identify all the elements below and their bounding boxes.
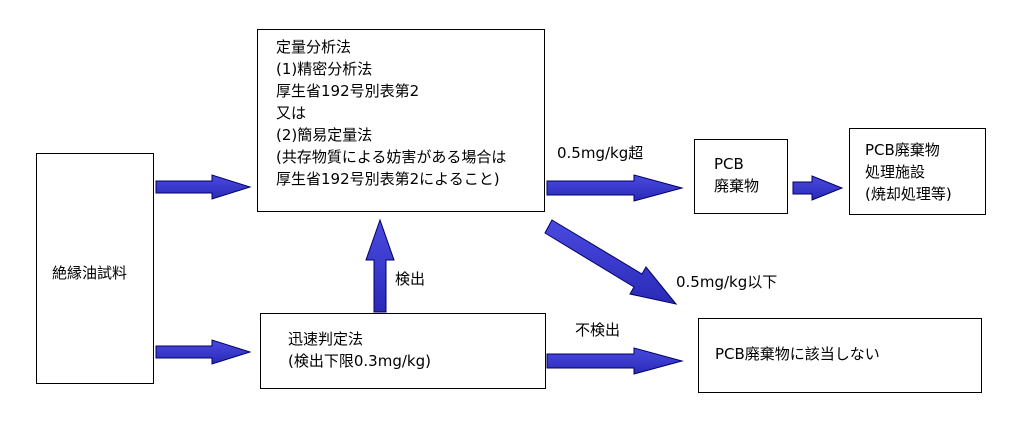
rapid-line-2: (検出下限0.3mg/kg)	[288, 352, 431, 370]
pcb-waste-line-2: 廃棄物	[714, 177, 760, 195]
quantitative-line-5: (2)簡易定量法	[276, 126, 373, 144]
quantitative-analysis-box: 定量分析法 (1)精密分析法 厚生省192号別表第2 又は (2)簡易定量法 (…	[257, 29, 545, 212]
arrow-pcb-waste-to-facility	[792, 175, 844, 201]
pcb-waste-box: PCB 廃棄物	[694, 139, 788, 214]
rapid-line-1: 迅速判定法	[288, 330, 364, 348]
quantitative-line-7: 厚生省192号別表第2によること)	[276, 170, 500, 188]
arrow-quantitative-to-pcb-waste	[546, 174, 684, 202]
facility-line-2: 処理施設	[865, 163, 926, 181]
treatment-facility-box: PCB廃棄物 処理施設 (焼却処理等)	[849, 128, 986, 215]
sample-label: 絶縁油試料	[52, 264, 128, 282]
arrow-quantitative-to-not-pcb	[544, 219, 678, 305]
sample-box: 絶縁油試料	[36, 153, 154, 384]
facility-line-1: PCB廃棄物	[865, 141, 940, 159]
arrow-rapid-to-quantitative	[365, 218, 395, 313]
quantitative-line-1: 定量分析法	[276, 38, 352, 56]
not-pcb-label: PCB廃棄物に該当しない	[715, 345, 880, 363]
arrow-sample-to-quantitative	[155, 174, 252, 200]
quantitative-line-6: (共存物質による妨害がある場合は	[276, 148, 507, 166]
arrow-sample-to-rapid	[155, 339, 252, 365]
quantitative-line-4: 又は	[276, 104, 307, 122]
not-pcb-waste-box: PCB廃棄物に該当しない	[698, 318, 982, 393]
label-detected: 検出	[395, 270, 426, 288]
pcb-waste-line-1: PCB	[714, 155, 744, 173]
quantitative-line-3: 厚生省192号別表第2	[276, 82, 420, 100]
quantitative-line-2: (1)精密分析法	[276, 60, 373, 78]
arrow-rapid-to-not-pcb	[546, 347, 684, 375]
label-over-threshold: 0.5mg/kg超	[557, 144, 644, 162]
label-under-threshold: 0.5mg/kg以下	[676, 273, 778, 291]
facility-line-3: (焼却処理等)	[865, 185, 952, 203]
rapid-judgment-box: 迅速判定法 (検出下限0.3mg/kg)	[260, 313, 546, 389]
label-not-detected: 不検出	[575, 321, 621, 339]
